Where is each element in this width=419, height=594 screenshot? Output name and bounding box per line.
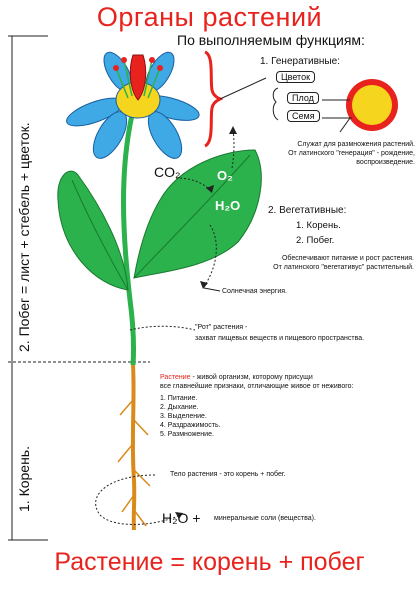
fruit-box: Плод: [287, 92, 319, 104]
right-leaf: [133, 149, 262, 279]
solar-energy-label: Солнечная энергия.: [222, 288, 287, 295]
vegetative-item-2: 2. Побег.: [296, 235, 335, 246]
generative-heading: 1. Генеративные:: [260, 56, 340, 67]
body-note: Тело растения - это корень + побег.: [170, 471, 286, 478]
mouth-description: захват пищевых веществ и пищевого простр…: [195, 335, 365, 342]
vegetative-heading: 2. Вегетативные:: [268, 205, 347, 216]
feature-item-1: 1. Питание.: [160, 395, 198, 402]
subtitle: По выполняемым функциям:: [177, 32, 365, 48]
page-title: Органы растений: [96, 2, 323, 32]
flower-box: Цветок: [276, 71, 316, 83]
feature-item-5: 5. Размножение.: [160, 431, 214, 438]
root: [117, 364, 151, 531]
feature-item-2: 2. Дыхание.: [160, 404, 199, 411]
generative-description: Служат для размножения растений. От лати…: [288, 141, 415, 166]
feature-item-3: 3. Выделение.: [160, 413, 207, 420]
stem: [121, 114, 137, 366]
vegetative-item-1: 1. Корень.: [296, 220, 341, 231]
h2o-root-label: H₂O +: [162, 510, 201, 526]
feature-item-4: 4. Раздражимость.: [160, 422, 221, 429]
fruit-illustration: [322, 79, 398, 133]
minerals-label: минеральные соли (вещества).: [214, 515, 316, 522]
o2-label: O₂: [217, 168, 233, 183]
seed-box: Семя: [287, 110, 320, 122]
bottom-title: Растение = корень + побег: [54, 548, 365, 576]
mouth-label: "Рот" растения -: [195, 324, 248, 331]
left-leaf: [57, 170, 129, 291]
flower-brace: [204, 50, 224, 148]
vegetative-description: Обеспечивают питание и рост растения. От…: [273, 255, 414, 271]
co2-label: CO₂: [154, 164, 181, 180]
h2o-leaf-label: H₂O: [215, 198, 241, 213]
stamens: [113, 54, 163, 101]
plant-definition: Растение - живой организм, которому прис…: [160, 374, 354, 390]
plant-features-list: 1. Питание. 2. Дыхание. 3. Выделение. 4.…: [160, 394, 221, 439]
